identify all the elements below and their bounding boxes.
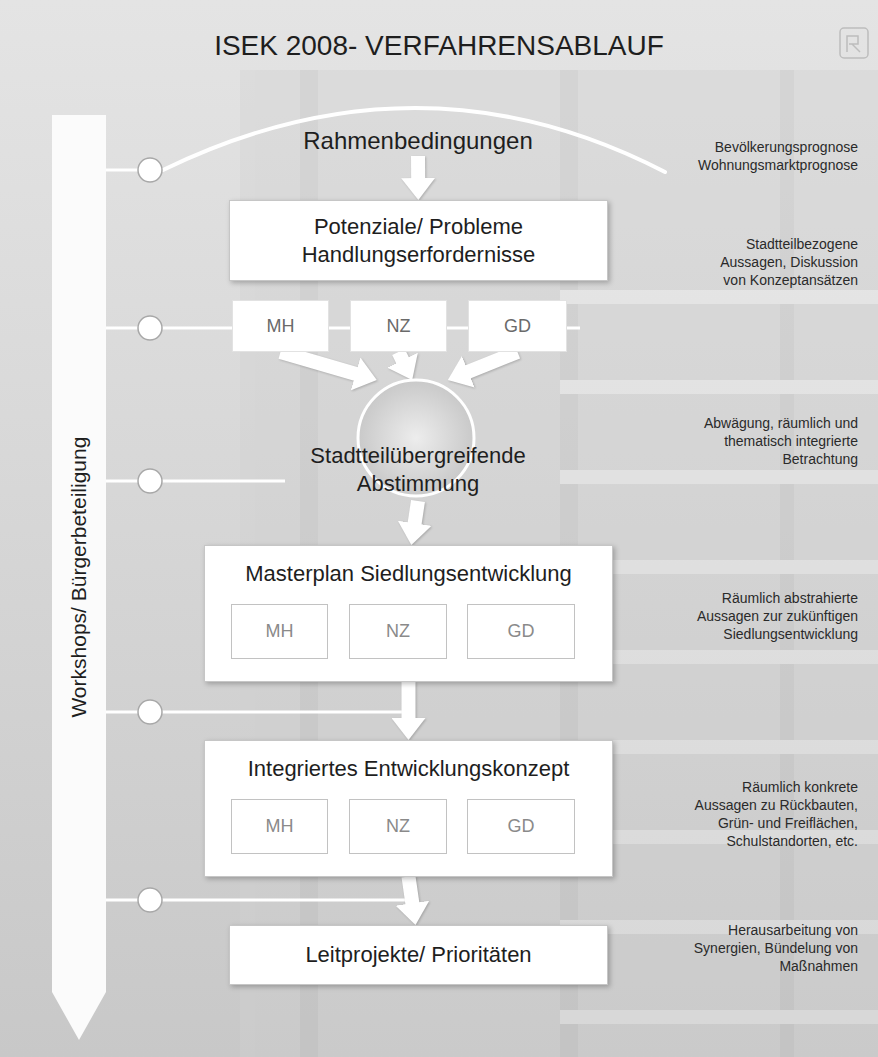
flow-arrow xyxy=(414,501,418,527)
side-note: Stadtteilbezogene Aussagen, Diskussion v… xyxy=(698,235,858,289)
balcony-band xyxy=(560,380,878,394)
node-label: MH xyxy=(239,315,322,338)
logo-frame xyxy=(840,28,868,58)
stage-line xyxy=(106,169,138,172)
coordination-circle: Stadtteilübergreifende Abstimmung xyxy=(291,380,545,501)
flow-arrow xyxy=(402,682,416,723)
district-box: GD xyxy=(467,604,575,659)
flow-arrow xyxy=(409,877,413,908)
stage-dot xyxy=(138,316,162,340)
district-box: NZ xyxy=(349,604,447,659)
district-box: NZ xyxy=(349,799,447,854)
participation-bar: Workshops/ Bürgerbeteiligung xyxy=(52,115,106,1040)
node-label: Stadtteilübergreifende Abstimmung xyxy=(291,442,545,497)
stage-dot xyxy=(138,888,162,912)
district-box: GD xyxy=(467,799,575,854)
bar-arrow xyxy=(52,115,106,1040)
node-label: MH xyxy=(238,815,321,838)
bar-label: Workshops/ Bürgerbeteiligung xyxy=(66,437,92,718)
district-box: GD xyxy=(468,300,567,352)
process-box: Leitprojekte/ Prioritäten xyxy=(229,925,608,985)
flow-arrow xyxy=(465,352,518,373)
flow-arrow xyxy=(281,352,360,375)
side-note: Räumlich konkrete Aussagen zu Rückbauten… xyxy=(678,778,858,850)
node-label: GD xyxy=(474,815,568,838)
logo-glyph xyxy=(847,36,860,52)
stage-dot xyxy=(138,469,162,493)
balcony-band xyxy=(560,470,878,484)
balcony-band xyxy=(560,290,878,304)
flow-arrow xyxy=(399,352,405,364)
district-box: MH xyxy=(231,604,328,659)
balcony-band xyxy=(560,1010,878,1024)
flow-arrow xyxy=(411,156,425,182)
plan-box: Integriertes EntwicklungskonzeptMH NZ GD xyxy=(204,740,613,877)
node-label: NZ xyxy=(356,620,440,643)
process-box: Potenziale/ Probleme Handlungserforderni… xyxy=(229,200,608,281)
node-label: NZ xyxy=(357,315,440,338)
side-note: Herausarbeitung von Synergien, Bündelung… xyxy=(673,921,858,975)
district-box: NZ xyxy=(350,300,447,352)
district-box: MH xyxy=(231,799,328,854)
node-label: Masterplan Siedlungsentwicklung xyxy=(219,560,598,588)
node-label: Rahmenbedingungen xyxy=(286,126,550,156)
side-note: Räumlich abstrahierte Aussagen zur zukün… xyxy=(678,589,858,643)
node-label: GD xyxy=(474,620,568,643)
stage-line xyxy=(106,480,285,483)
node-label: Leitprojekte/ Prioritäten xyxy=(242,941,595,969)
node-label: MH xyxy=(238,620,321,643)
stage-dot xyxy=(138,158,162,182)
node-label: Potenziale/ Probleme Handlungserforderni… xyxy=(242,213,595,268)
side-note: Bevölkerungsprognose Wohnungsmarktprogno… xyxy=(678,138,858,174)
plan-box: Masterplan SiedlungsentwicklungMH NZ GD xyxy=(204,545,613,682)
diagram-title: ISEK 2008- VERFAHRENSABLAUF xyxy=(0,30,878,62)
logo-icon xyxy=(840,28,868,58)
frame-heading: Rahmenbedingungen xyxy=(286,126,550,156)
side-note: Abwägung, räumlich und thematisch integr… xyxy=(688,414,858,468)
node-label: Integriertes Entwicklungskonzept xyxy=(219,755,598,783)
node-label: NZ xyxy=(356,815,440,838)
node-label: GD xyxy=(475,315,560,338)
stage-dot xyxy=(138,700,162,724)
district-box: MH xyxy=(232,300,329,352)
